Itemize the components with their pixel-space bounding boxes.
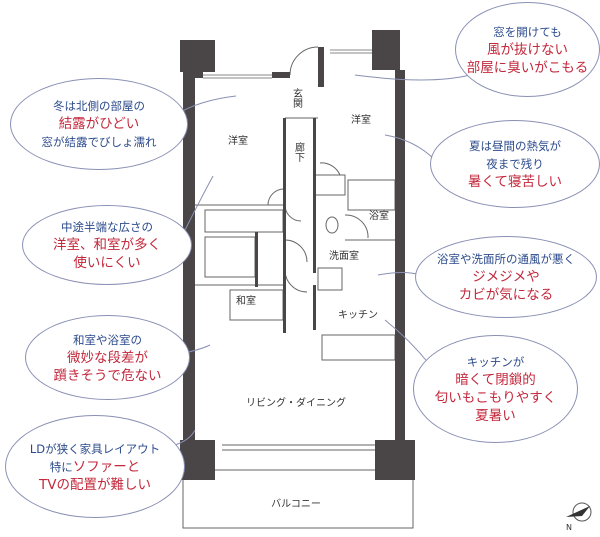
bubble-line: 風が抜けない <box>487 41 568 59</box>
bubble-text: 和室や浴室の <box>73 332 142 347</box>
bubble-line: 窓が結露でびしょ濡れ <box>42 133 157 151</box>
bubble-text: 夏は昼間の熱気が <box>469 139 561 153</box>
bubble-text: 窓が結露でびしょ濡れ <box>41 135 157 149</box>
bubble-text: カビが気になる <box>458 287 554 303</box>
bubble-line: 冬は北側の部屋の <box>53 97 145 115</box>
bubble-line: ジメジメや <box>472 268 540 286</box>
bubble-line: 暗くて閉鎖的 <box>455 371 536 389</box>
bubble-text: 冬は北側の部屋の <box>53 99 145 113</box>
bubble-line: 躓きそうで危ない <box>54 367 162 385</box>
bubble-text: 夏暑い <box>475 408 516 424</box>
bubble-text: 中途半端な広さの <box>61 220 153 234</box>
bubble-line: 夏は昼間の熱気が <box>469 137 561 155</box>
bubble-line: 洋室、和室が多く <box>53 236 161 254</box>
bubble-line: 和室や浴室の <box>73 331 142 349</box>
room-kitchen: キッチン <box>338 309 378 321</box>
speech-bubble: 窓を開けても風が抜けない部屋に臭いがこもる <box>455 2 600 97</box>
bubble-line: 特にソファーと <box>50 458 141 476</box>
bubble-line: カビが気になる <box>459 286 554 304</box>
balcony-area <box>182 469 414 529</box>
bubble-line: 暑くて寝苦しい <box>468 173 562 191</box>
bubble-text: 匂いもこもりやすく <box>434 390 557 406</box>
room-bath: 浴室 <box>369 209 389 222</box>
room-entrance: 玄関 <box>291 87 303 109</box>
bubble-text: 浴室や洗面所の通風が悪く <box>437 252 575 266</box>
bubble-text: 洋室、和室が多く <box>53 237 161 253</box>
bubble-line: キッチンが <box>467 353 525 371</box>
bubble-text: 特に <box>49 459 73 474</box>
speech-bubble: 中途半端な広さの洋室、和室が多く使いにくい <box>22 205 192 285</box>
bubble-line: 中途半端な広さの <box>61 218 153 236</box>
speech-bubble: キッチンが暗くて閉鎖的匂いもこもりやすく夏暑い <box>413 335 578 443</box>
bubble-line: 夏暑い <box>475 407 516 425</box>
bubble-text: TVの配置が難しい <box>39 476 151 493</box>
room-balcony: バルコニー <box>271 498 321 510</box>
speech-bubble: 冬は北側の部屋の結露がひどい窓が結露でびしょ濡れ <box>10 78 188 170</box>
bubble-text: 暗くて閉鎖的 <box>455 372 536 388</box>
bubble-line: 窓を開けても <box>493 23 561 41</box>
room-western-left: 洋室 <box>228 134 248 147</box>
room-washroom: 洗面室 <box>329 249 359 262</box>
bubble-line: 夜まで残り <box>486 155 544 173</box>
compass-icon: N <box>566 502 592 532</box>
bubble-text: ソファーと <box>72 458 141 475</box>
speech-bubble: 和室や浴室の微妙な段差が躓きそうで危ない <box>25 315 190 400</box>
bubble-text: ジメジメや <box>472 269 540 285</box>
bubble-text: 躓きそうで危ない <box>53 367 162 384</box>
room-japanese: 和室 <box>236 294 256 307</box>
bubble-text: 微妙な段差が <box>67 349 148 366</box>
bubble-text: LDが狭く家具レイアウト <box>29 441 161 456</box>
bubble-line: LDが狭く家具レイアウト <box>30 440 160 458</box>
bubble-text: 夜まで残り <box>486 157 544 171</box>
bubble-line: 匂いもこもりやすく <box>435 389 557 407</box>
bubble-text: 使いにくい <box>73 255 141 271</box>
speech-bubble: 浴室や洗面所の通風が悪くジメジメやカビが気になる <box>415 236 597 318</box>
bubble-line: TVの配置が難しい <box>39 476 151 494</box>
svg-text:N: N <box>566 523 572 532</box>
room-hallway: 廊下 <box>293 141 305 163</box>
room-western-right: 洋室 <box>351 113 371 126</box>
bubble-line: 微妙な段差が <box>67 349 148 367</box>
bubble-text: 結露がひどい <box>58 116 140 132</box>
bubble-line: 浴室や洗面所の通風が悪く <box>437 250 575 268</box>
bubble-line: 結露がひどい <box>59 115 140 133</box>
bubble-text: 暑くて寝苦しい <box>467 174 563 190</box>
bubble-line: 使いにくい <box>73 254 140 272</box>
bubble-text: 部屋に臭いがこもる <box>466 59 589 76</box>
bubble-text: キッチンが <box>466 355 525 369</box>
speech-bubble: 夏は昼間の熱気が夜まで残り暑くて寝苦しい <box>430 120 600 208</box>
walls <box>180 30 415 480</box>
bubble-text: 風が抜けない <box>487 41 568 58</box>
bubble-text: 窓を開けても <box>493 24 562 39</box>
bubble-line: 部屋に臭いがこもる <box>467 59 589 77</box>
room-living-dining: リビング・ダイニング <box>246 396 346 409</box>
